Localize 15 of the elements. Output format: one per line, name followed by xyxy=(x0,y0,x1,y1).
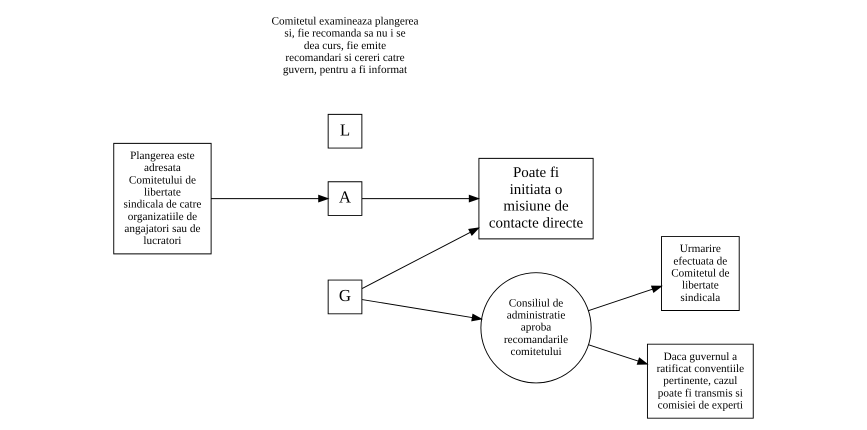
node-box: Urmarire efectuata de Comitetul de libertate sindicala xyxy=(661,236,740,311)
node-box: Daca guvernul a ratificat conventiile pertinente, cazul poate fi transmis si comisiei de experti xyxy=(646,344,754,419)
node-box: Plangerea este adresata Comitetului de libertate sindicala de catre organizatiile de angajatori sau de lucratori xyxy=(113,142,212,254)
arrow xyxy=(362,227,480,290)
node-circle: Consiliul de administratie aproba recomandarile comitetului xyxy=(480,272,592,384)
label: Comitetul examineaza plangerea si, fie recomanda sa nu i se dea curs, fie emite recomandari si cereri catre guvern, pentru a fi informat xyxy=(272,16,419,76)
arrow xyxy=(588,344,649,365)
node-box: A xyxy=(328,181,362,216)
node-box: G xyxy=(328,280,362,314)
arrow xyxy=(362,194,480,203)
arrow xyxy=(210,194,330,203)
arrow xyxy=(588,286,663,312)
node-box: L xyxy=(328,114,362,149)
arrow xyxy=(362,299,483,322)
node-box: Poate fi initiata o misiune de contacte directe xyxy=(478,158,594,240)
